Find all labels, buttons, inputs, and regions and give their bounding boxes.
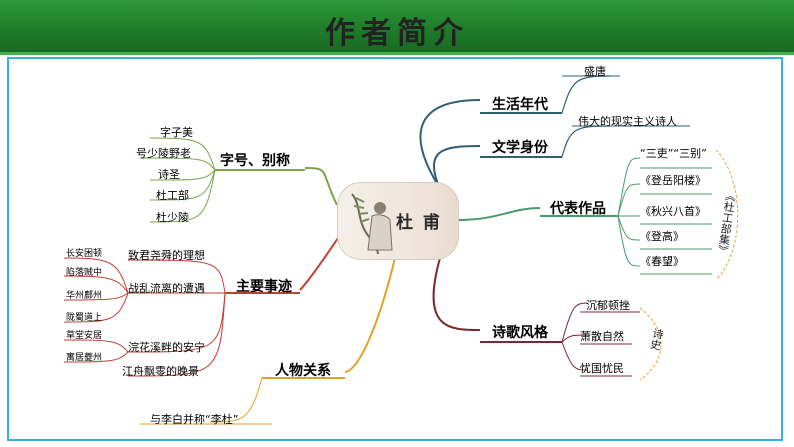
style-item-2: 萧散自然 — [580, 330, 624, 343]
works-bracket — [715, 149, 739, 281]
poet-portrait-icon — [351, 193, 393, 255]
link-names — [304, 167, 338, 206]
identity-item: 伟大的现实主义诗人 — [578, 115, 677, 128]
deeds-item-1: 致君尧舜的理想 — [128, 249, 205, 262]
deeds-sub-6: 寓居夔州 — [66, 353, 103, 363]
deeds-item-2: 战乱流离的遭遇 — [128, 282, 205, 295]
link-relations — [344, 257, 396, 373]
node-era: 生活年代 — [492, 97, 548, 113]
deeds-item-3: 浣花溪畔的安宁 — [128, 341, 205, 354]
page-title: 作者简介 — [325, 16, 469, 51]
names-item-2: 号少陵野老 — [136, 147, 191, 160]
style-bracket — [639, 307, 662, 381]
link-era-item — [561, 75, 611, 114]
style-item-1: 沉郁顿挫 — [586, 299, 630, 312]
content-frame — [7, 57, 783, 441]
style-item-3: 忧国忧民 — [580, 362, 624, 375]
names-item-5: 杜少陵 — [156, 211, 189, 224]
node-relations: 人物关系 — [275, 363, 331, 379]
node-names: 字号、别称 — [220, 153, 290, 169]
header-bar — [0, 0, 794, 52]
deeds-sub-4: 陇蜀道上 — [66, 313, 103, 323]
center-node — [337, 182, 459, 260]
works-item-2: 《登岳阳楼》 — [640, 174, 706, 187]
deeds-sub-5: 草堂安居 — [66, 331, 103, 341]
works-item-1: “三吏”“三别” — [640, 147, 707, 160]
works-item-4: 《登高》 — [640, 230, 684, 243]
node-identity: 文学身份 — [492, 140, 548, 156]
deeds-sub-2: 陷落贼中 — [66, 268, 103, 278]
era-item: 盛唐 — [584, 65, 606, 78]
relations-item: 与李白并称“李杜” — [150, 413, 239, 426]
link-deeds — [299, 234, 341, 291]
works-item-5: 《春望》 — [640, 255, 684, 268]
node-style: 诗歌风格 — [492, 325, 548, 341]
link-style — [432, 257, 481, 331]
deeds-item-4: 江舟飘零的晚景 — [122, 365, 199, 378]
names-item-1: 字子美 — [160, 126, 193, 139]
deeds-sub-1: 长安困顿 — [66, 249, 103, 259]
link-era — [419, 99, 481, 197]
node-deeds: 主要事迹 — [236, 279, 292, 295]
center-name: 杜 甫 — [396, 213, 442, 233]
names-item-3: 诗圣 — [158, 168, 180, 181]
link-works — [456, 207, 541, 221]
works-item-3: 《秋兴八首》 — [640, 205, 706, 218]
node-works: 代表作品 — [550, 201, 606, 217]
deeds-sub-3: 华州鄜州 — [66, 291, 103, 301]
header-underline — [0, 52, 794, 55]
names-item-4: 杜工部 — [156, 189, 189, 202]
